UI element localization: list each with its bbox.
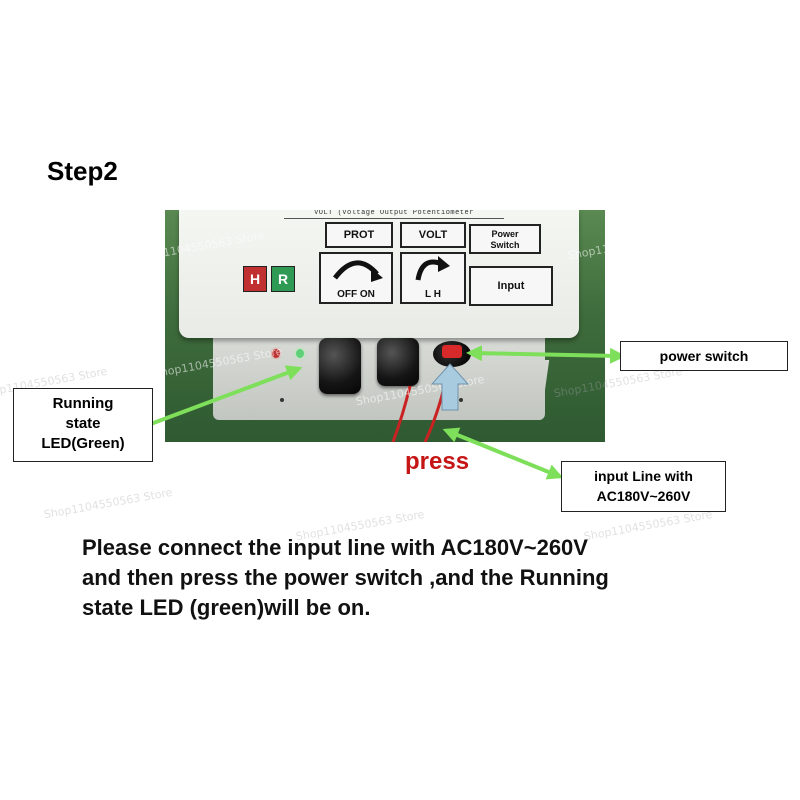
on-off-text: OFF ON bbox=[337, 289, 375, 300]
press-up-arrow-icon bbox=[430, 363, 470, 411]
input-line-callout-line2: AC180V~260V bbox=[596, 488, 691, 504]
running-led-callout-line3: LED(Green) bbox=[41, 435, 125, 452]
running-led-callout-line1: Running bbox=[52, 395, 114, 412]
clockwise-arrow-icon bbox=[415, 256, 450, 281]
red-led bbox=[272, 349, 280, 358]
running-led-callout: Running state LED(Green) bbox=[13, 388, 153, 462]
prot-label: PROT bbox=[325, 222, 393, 248]
power-switch-callout: power switch bbox=[620, 341, 788, 371]
power-switch-red-button bbox=[442, 345, 462, 358]
input-label: Input bbox=[469, 266, 553, 306]
low-high-dial-label: L H bbox=[400, 252, 466, 304]
on-off-dial-label: OFF ON bbox=[319, 252, 393, 304]
power-switch-label: Power Switch bbox=[469, 224, 541, 254]
instructions-line2: and then press the power switch ,and the… bbox=[82, 565, 609, 590]
input-line-callout: input Line with AC180V~260V bbox=[561, 461, 726, 512]
instructions-line3: state LED (green)will be on. bbox=[82, 595, 371, 620]
instructions-text: Please connect the input line with AC180… bbox=[82, 533, 782, 623]
volt-label: VOLT bbox=[400, 222, 466, 248]
input-line-callout-line1: input Line with bbox=[594, 468, 693, 484]
power-switch-label-line1: Power bbox=[491, 229, 519, 239]
screw-dot bbox=[459, 398, 463, 402]
knob-2 bbox=[377, 338, 419, 386]
low-high-text: L H bbox=[425, 289, 441, 300]
press-label: press bbox=[405, 448, 470, 475]
r-badge: R bbox=[271, 266, 295, 292]
knob-1 bbox=[319, 338, 361, 394]
green-led bbox=[296, 349, 304, 358]
running-led-arrow bbox=[132, 365, 303, 433]
panel-header: VOLT (Voltage Output Potentiometer bbox=[284, 210, 504, 219]
h-badge: H bbox=[243, 266, 267, 292]
power-switch-label-line2: Switch bbox=[490, 240, 520, 250]
step-title: Step2 bbox=[47, 156, 118, 186]
input-line-arrow bbox=[442, 427, 564, 480]
instructions-line1: Please connect the input line with AC180… bbox=[82, 535, 588, 560]
clockwise-arrow-icon bbox=[333, 260, 383, 282]
power-switch-arrow bbox=[466, 345, 626, 364]
running-led-callout-line2: state bbox=[65, 415, 101, 432]
device-control-panel: VOLT (Voltage Output Potentiometer PROT … bbox=[179, 210, 579, 338]
